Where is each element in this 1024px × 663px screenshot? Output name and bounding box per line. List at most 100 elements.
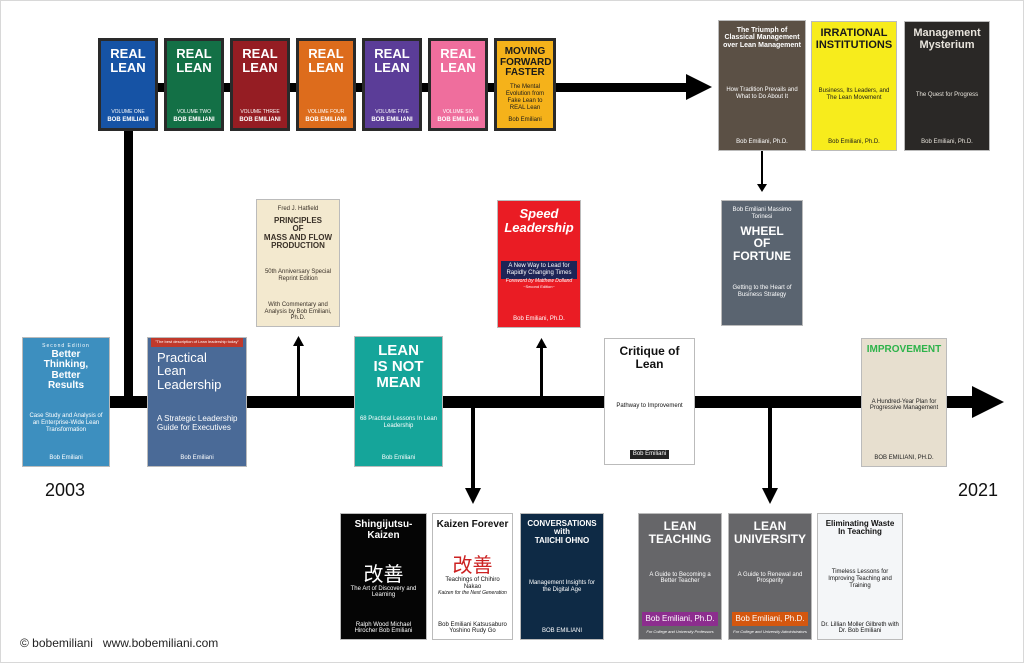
cover-title-line: Management xyxy=(913,27,981,39)
cover-top: Shingijutsu-Kaizen xyxy=(344,519,423,541)
cover-title-line: LEAN xyxy=(110,59,146,75)
footer: © bobemiliani www.bobemiliani.com xyxy=(20,636,218,650)
cover-title-line: LEAN xyxy=(374,59,410,75)
cover-middle: A Guide to Becoming a Better Teacher xyxy=(642,572,718,586)
cover-title: Kaizen Forever xyxy=(436,519,509,531)
book-cover-real-lean-2[interactable]: REALLEANVolume TwoBob Emiliani xyxy=(164,38,224,131)
cover-title-line: IRRATIONAL xyxy=(820,27,888,39)
speed-arrowhead xyxy=(536,338,547,348)
cover-author: Dr. Lillian Moller Gilbreth with Dr. Bob… xyxy=(821,621,899,635)
cover-glyph: 改善 xyxy=(363,563,404,586)
cover-middle: Business, Its Leaders, and The Lean Move… xyxy=(815,88,893,102)
cover-tagline: For College and University Professors xyxy=(646,629,714,635)
book-cover-real-lean-6[interactable]: REALLEANVolume SixBob Emiliani xyxy=(428,38,488,131)
cover-bottom: Ralph Wood Michael Hirocher Bob Emiliani xyxy=(344,622,423,635)
cover-author: Bob Emiliani, Ph.D. xyxy=(642,611,718,627)
cover-author: Ralph Wood Michael Hirocher Bob Emiliani xyxy=(354,621,413,635)
cover-bottom: Bob Emiliani xyxy=(26,455,106,462)
cover-title-line: UNIVERSITY xyxy=(733,531,806,546)
cover-middle: A Guide to Renewal and Prosperity xyxy=(732,572,808,586)
cover-title-line: Lean xyxy=(157,363,186,379)
cover-title-line: Speed xyxy=(519,206,559,221)
cover-title-line: LEAN xyxy=(378,342,419,359)
cover-edition: ~Second Edition~ xyxy=(523,283,555,289)
book-cover-real-lean-3[interactable]: REALLEANVolume ThreeBob Emiliani xyxy=(230,38,290,131)
cover-author: BOB EMILIANI, PH.D. xyxy=(874,455,934,462)
cover-title-line: Thinking, xyxy=(43,359,89,371)
cover-title-line: IS NOT xyxy=(373,357,424,375)
cover-title-line: PRODUCTION xyxy=(271,241,325,251)
cover-bottom: Bob Emiliani, Ph.D. xyxy=(722,139,802,146)
cover-subtitle: A Strategic Leadership Guide for Executi… xyxy=(157,414,238,433)
cover-title-line: LEAN xyxy=(308,59,344,75)
cover-bottom: With Commentary and Analysis by Bob Emil… xyxy=(260,302,336,322)
cover-bottom: BOB EMILIANI xyxy=(524,628,600,635)
cover-subtitle: A Guide to Renewal and Prosperity xyxy=(737,571,803,585)
cover-author: Bob Emiliani, Ph.D. xyxy=(736,139,788,146)
cover-title: IMPROVEMENT xyxy=(865,344,943,356)
book-cover-real-lean-4[interactable]: REALLEANVolume FourBob Emiliani xyxy=(296,38,356,131)
cover-middle: A Strategic Leadership Guide for Executi… xyxy=(151,414,243,432)
cover-subtitle: Getting to the Heart of Business Strateg… xyxy=(732,284,792,298)
speed-arrow-line xyxy=(540,346,543,399)
cover-author: Bob Emiliani xyxy=(305,117,347,124)
cover-title-line: LEAN xyxy=(663,519,697,533)
cover-title-line: Critique of Lean xyxy=(619,344,680,371)
cover-volume: Volume Five xyxy=(375,108,409,115)
cover-title-line: REAL xyxy=(374,46,410,61)
cover-subtitle: A New Way to Lead for Rapidly Changing T… xyxy=(501,261,577,280)
book-cover-practical-lean-leadership[interactable]: "The best description of Lean leadership… xyxy=(147,337,247,467)
website-link[interactable]: www.bobemiliani.com xyxy=(102,636,219,650)
cover-bottom: Dr. Lillian Moller Gilbreth with Dr. Bob… xyxy=(821,622,899,635)
cover-middle: Getting to the Heart of Business Strateg… xyxy=(725,285,799,299)
cover-title-line: LEAN xyxy=(440,59,476,75)
cover-author: Bob Emiliani xyxy=(371,117,413,124)
cover-subtitle: Pathway to Improvement xyxy=(616,402,683,409)
cover-author: Bob Emiliani, Ph.D. xyxy=(732,611,808,627)
cover-subtitle: Teachings of Chihiro Nakao xyxy=(445,577,500,591)
cover-middle: The Mental Evolution from Fake Lean to R… xyxy=(500,84,550,112)
cover-title-line: WHEEL xyxy=(740,223,784,238)
cover-author: Bob Emiliani xyxy=(508,117,542,124)
copyright: © bobemiliani xyxy=(20,636,93,650)
cover-tagline: For College and University Administrator… xyxy=(733,629,807,635)
wheel-arrowhead xyxy=(757,184,767,192)
cover-title: Critique of Lean xyxy=(608,345,691,370)
cover-title-line: In Teaching xyxy=(838,527,882,537)
main-timeline-arrowhead xyxy=(972,386,1004,418)
book-cover-real-lean-1[interactable]: REALLEANVolume OneBob Emiliani xyxy=(98,38,158,131)
cover-title-line: OF xyxy=(753,236,771,251)
cover-top: IMPROVEMENT xyxy=(865,344,943,356)
cover-subtitle: Case Study and Analysis of an Enterprise… xyxy=(29,413,103,434)
